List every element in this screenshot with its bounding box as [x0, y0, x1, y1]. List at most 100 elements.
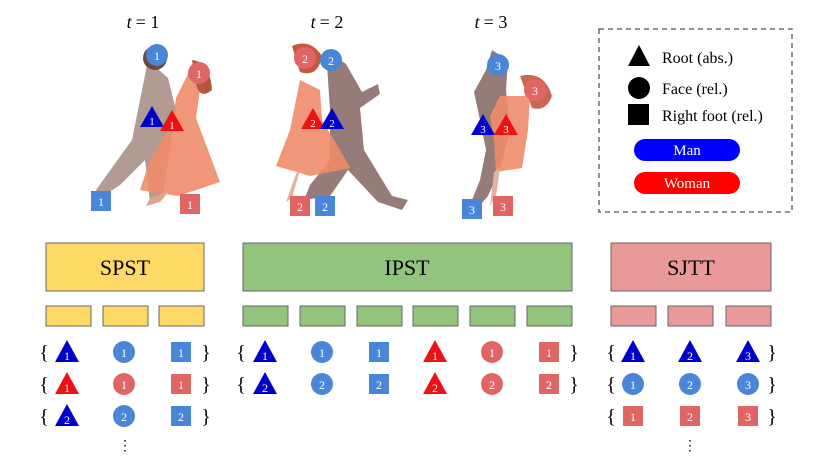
- svg-text:1: 1: [149, 116, 155, 128]
- brace-open: {: [39, 406, 49, 428]
- ipst-slot: [356, 305, 403, 327]
- token-number: 2: [687, 378, 693, 392]
- sjtt-ellipsis: ⋮: [683, 439, 697, 454]
- man-foot-token: 1: [171, 342, 191, 362]
- token-number: 1: [64, 349, 70, 363]
- token-number: 3: [745, 410, 751, 424]
- sjtt-slots: [610, 305, 772, 327]
- frame2-woman-foot-marker: 2: [290, 196, 310, 216]
- legend-square-icon: [628, 104, 649, 125]
- ipst-slot: [299, 305, 346, 327]
- svg-text:1: 1: [169, 120, 175, 132]
- frame1-man-root-marker: 1: [140, 106, 164, 128]
- token-number: 1: [262, 349, 268, 363]
- svg-text:3: 3: [532, 84, 538, 98]
- token-number: 1: [178, 346, 184, 360]
- brace-open: {: [236, 374, 246, 396]
- svg-text:3: 3: [469, 203, 475, 217]
- man-root-token: 1: [253, 340, 277, 363]
- sjtt-slot: [610, 305, 657, 327]
- svg-text:2: 2: [329, 118, 335, 130]
- svg-text:SPST: SPST: [100, 255, 151, 280]
- spst-slot: [158, 305, 205, 327]
- svg-text:IPST: IPST: [384, 255, 430, 280]
- woman-foot-token: 1: [171, 374, 191, 394]
- time-label-3: t= 3: [475, 12, 508, 32]
- ipst-slot: [526, 305, 573, 327]
- token-number: 1: [121, 346, 127, 360]
- legend: Root (abs.) Face (rel.) Right foot (rel.…: [598, 28, 793, 213]
- svg-text:2: 2: [297, 200, 303, 214]
- sjtt-slot: [667, 305, 714, 327]
- token-number: 1: [121, 378, 127, 392]
- man-foot-token: 2: [171, 406, 191, 426]
- brace-open: {: [39, 342, 49, 364]
- token-number: 3: [745, 349, 751, 363]
- frame1-woman-foot-marker: 1: [180, 194, 200, 214]
- woman-face-token: 2: [481, 373, 503, 395]
- frame1-man-foot-marker: 1: [91, 191, 111, 211]
- svg-text:2: 2: [328, 54, 334, 68]
- brace-close: }: [767, 374, 777, 396]
- legend-circle-icon: [628, 77, 650, 99]
- frame2-woman-root-marker: 2: [301, 108, 325, 130]
- token-number: 2: [432, 381, 438, 395]
- svg-text:2: 2: [322, 200, 328, 214]
- spst-block: SPST: [45, 242, 205, 292]
- legend-man-label: Man: [673, 143, 701, 159]
- frame1-woman-face-marker: 1: [188, 62, 210, 84]
- brace-close: }: [767, 406, 777, 428]
- ipst-slot: [242, 305, 289, 327]
- brace-open: {: [606, 374, 616, 396]
- man-foot-token: 1: [369, 342, 389, 362]
- brace-open: {: [39, 374, 49, 396]
- ipst-slot: [469, 305, 516, 327]
- brace-close: }: [201, 342, 211, 364]
- svg-text:3: 3: [495, 59, 501, 73]
- woman-dress-1: [140, 70, 220, 196]
- token-number: 2: [319, 378, 325, 392]
- man-face-token: 2: [113, 405, 135, 427]
- token-number: 2: [121, 410, 127, 424]
- svg-text:1: 1: [98, 195, 104, 209]
- brace-open: {: [236, 342, 246, 364]
- woman-foot-token: 2: [539, 374, 559, 394]
- brace-open: {: [606, 342, 616, 364]
- woman-foot-token: 2: [680, 406, 700, 426]
- woman-legs-2: [286, 170, 300, 202]
- token-number: 2: [687, 349, 693, 363]
- woman-root-token: 2: [423, 372, 447, 395]
- token-number: 2: [546, 378, 552, 392]
- man-face-token: 2: [311, 373, 333, 395]
- token-number: 1: [376, 346, 382, 360]
- token-number: 1: [64, 381, 70, 395]
- frame3-woman-foot-marker: 3: [493, 196, 513, 216]
- man-face-token: 1: [622, 373, 644, 395]
- svg-text:3: 3: [480, 124, 486, 136]
- token-number: 2: [178, 410, 184, 424]
- man-foot-token: 2: [369, 374, 389, 394]
- man-face-token: 3: [737, 373, 759, 395]
- woman-foot-token: 1: [539, 342, 559, 362]
- legend-frame: [598, 28, 793, 213]
- frame3-woman-root-marker: 3: [494, 114, 518, 136]
- frame3-man-root-marker: 3: [471, 114, 495, 136]
- man-root-token: 2: [678, 340, 702, 363]
- svg-text:2: 2: [302, 52, 308, 66]
- spst-slot: [45, 305, 92, 327]
- man-face-token: 1: [311, 341, 333, 363]
- man-root-token: 2: [55, 404, 79, 427]
- woman-legs-1: [146, 190, 170, 206]
- svg-text:2: 2: [310, 118, 316, 130]
- token-number: 2: [262, 381, 268, 395]
- woman-foot-token: 3: [738, 406, 758, 426]
- man-face-token: 1: [113, 341, 135, 363]
- svg-text:3: 3: [500, 200, 506, 214]
- spst-slot: [102, 305, 149, 327]
- svg-text:1: 1: [154, 49, 160, 63]
- token-number: 1: [630, 410, 636, 424]
- token-number: 3: [745, 378, 751, 392]
- time-label-1: t= 1: [127, 12, 160, 32]
- token-number: 1: [546, 346, 552, 360]
